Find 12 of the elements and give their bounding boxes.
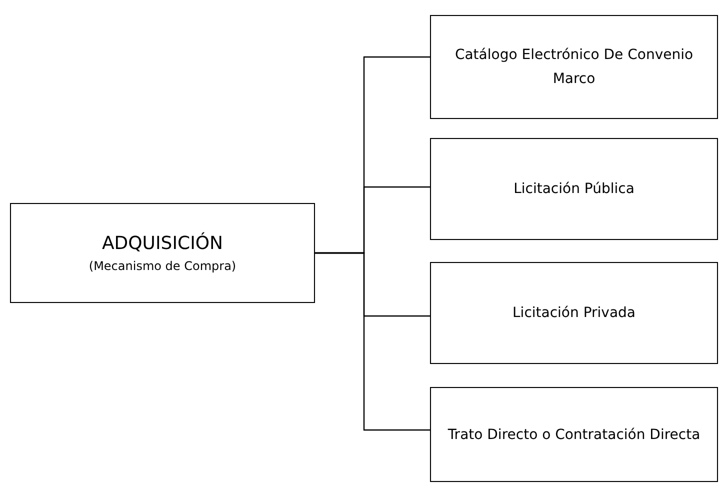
process-box: [430, 138, 718, 240]
box-title: Trato Directo o Contratación Directa: [448, 426, 700, 444]
process-box: [430, 387, 718, 482]
box-title: Licitación Pública: [514, 180, 634, 199]
box-title: Catálogo Electrónico De Convenio Marco: [454, 46, 694, 89]
process-box: [10, 203, 315, 303]
process-box: [430, 262, 718, 364]
process-box: [430, 15, 718, 119]
box-title: ADQUISICIÓN: [102, 231, 224, 256]
box-title: Licitación Privada: [512, 304, 636, 323]
connector-line: [315, 252, 430, 431]
box-subtitle: (Mecanismo de Compra): [88, 258, 236, 275]
